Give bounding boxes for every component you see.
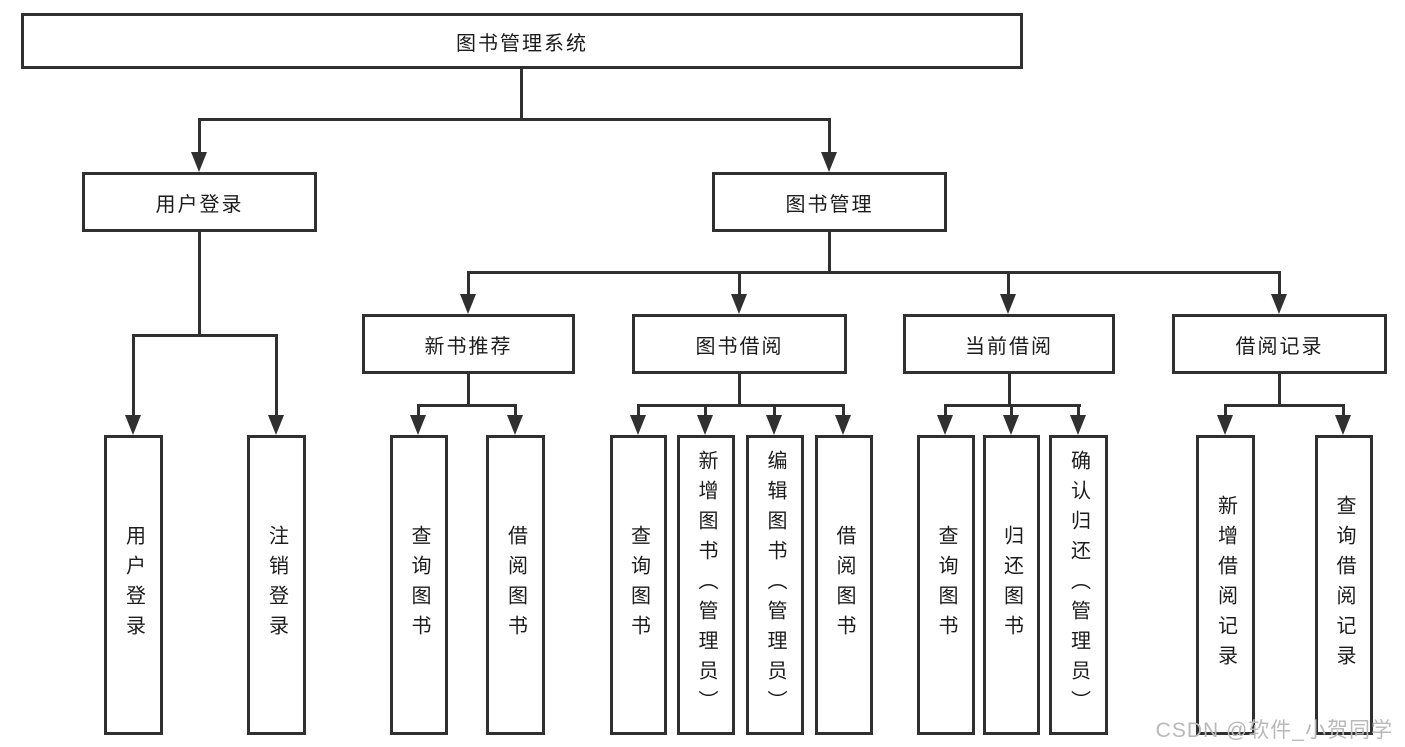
arrowhead-down-icon [507, 415, 523, 435]
edge-stem-current-borrowing [1008, 374, 1011, 407]
arrowhead-down-icon [410, 415, 426, 435]
arrowhead-down-icon [1271, 294, 1287, 314]
arrowhead-down-icon [731, 294, 747, 314]
leaf-add-books-admin: 新增图书（管理员） [677, 435, 735, 735]
arrowhead-down-icon [1070, 415, 1086, 435]
arrowhead-down-icon [460, 294, 476, 314]
edge-stem-user-login [198, 232, 201, 337]
arrowhead-down-icon [1003, 415, 1019, 435]
node-new-book-recommendation: 新书推荐 [362, 314, 575, 374]
edge-drop [637, 404, 640, 420]
node-borrowing-records: 借阅记录 [1172, 314, 1387, 374]
edge-drop [1278, 271, 1281, 298]
edge-drop [1342, 404, 1345, 420]
edge-drop [842, 404, 845, 420]
leaf-user-login: 用户登录 [104, 435, 163, 735]
edge-stem-book-borrowing [738, 374, 741, 407]
edge-drop [1007, 271, 1010, 298]
csdn-watermark: CSDN @软件_小贺同学 [1155, 719, 1393, 742]
node-book-management: 图书管理 [712, 172, 947, 232]
edge-drop [514, 404, 517, 420]
arrowhead-down-icon [766, 415, 782, 435]
edge-drop [132, 334, 135, 419]
edge-stem-root [520, 69, 523, 120]
edge-bar-user-login [132, 334, 278, 337]
edge-stem-new-book [467, 374, 470, 407]
edge-drop [198, 118, 201, 156]
edge-bar-borrowing-records [1224, 404, 1345, 407]
arrowhead-down-icon [191, 152, 207, 172]
node-book-management-system: 图书管理系统 [21, 13, 1023, 69]
edge-bar-level1 [198, 118, 831, 121]
edge-stem-book-management [828, 232, 831, 274]
edge-drop [738, 271, 741, 298]
edge-drop [417, 404, 420, 420]
leaf-query-books-current: 查询图书 [917, 435, 975, 735]
leaf-edit-books-admin: 编辑图书（管理员） [746, 435, 804, 735]
arrowhead-down-icon [937, 415, 953, 435]
node-user-login: 用户登录 [82, 172, 317, 232]
edge-drop [704, 404, 707, 420]
leaf-logout: 注销登录 [247, 435, 306, 735]
edge-bar-new-book [417, 404, 517, 407]
leaf-query-borrow-record: 查询借阅记录 [1315, 435, 1373, 735]
leaf-return-books: 归还图书 [983, 435, 1040, 735]
edge-drop [275, 334, 278, 419]
arrowhead-down-icon [1335, 415, 1351, 435]
edge-drop [467, 271, 470, 298]
edge-drop [1224, 404, 1227, 420]
leaf-add-borrow-record: 新增借阅记录 [1196, 435, 1255, 735]
edge-bar-book-borrowing [637, 404, 845, 407]
edge-drop [773, 404, 776, 420]
edge-stem-borrowing-records [1278, 374, 1281, 407]
arrowhead-down-icon [268, 415, 284, 435]
leaf-borrow-books-borrowing: 借阅图书 [815, 435, 873, 735]
leaf-query-books-recommend: 查询图书 [390, 435, 448, 735]
arrowhead-down-icon [1217, 415, 1233, 435]
arrowhead-down-icon [697, 415, 713, 435]
leaf-query-books-borrowing: 查询图书 [610, 435, 667, 735]
edge-bar-book-management [467, 271, 1281, 274]
arrowhead-down-icon [821, 152, 837, 172]
leaf-confirm-return-admin: 确认归还（管理员） [1049, 435, 1108, 735]
arrowhead-down-icon [125, 415, 141, 435]
edge-drop [1077, 404, 1080, 420]
node-current-borrowing: 当前借阅 [903, 314, 1115, 374]
node-book-borrowing: 图书借阅 [632, 314, 847, 374]
edge-drop [828, 118, 831, 156]
arrowhead-down-icon [1000, 294, 1016, 314]
leaf-borrow-books-recommend: 借阅图书 [486, 435, 545, 735]
edge-drop [944, 404, 947, 420]
edge-drop [1010, 404, 1013, 420]
arrowhead-down-icon [630, 415, 646, 435]
arrowhead-down-icon [835, 415, 851, 435]
